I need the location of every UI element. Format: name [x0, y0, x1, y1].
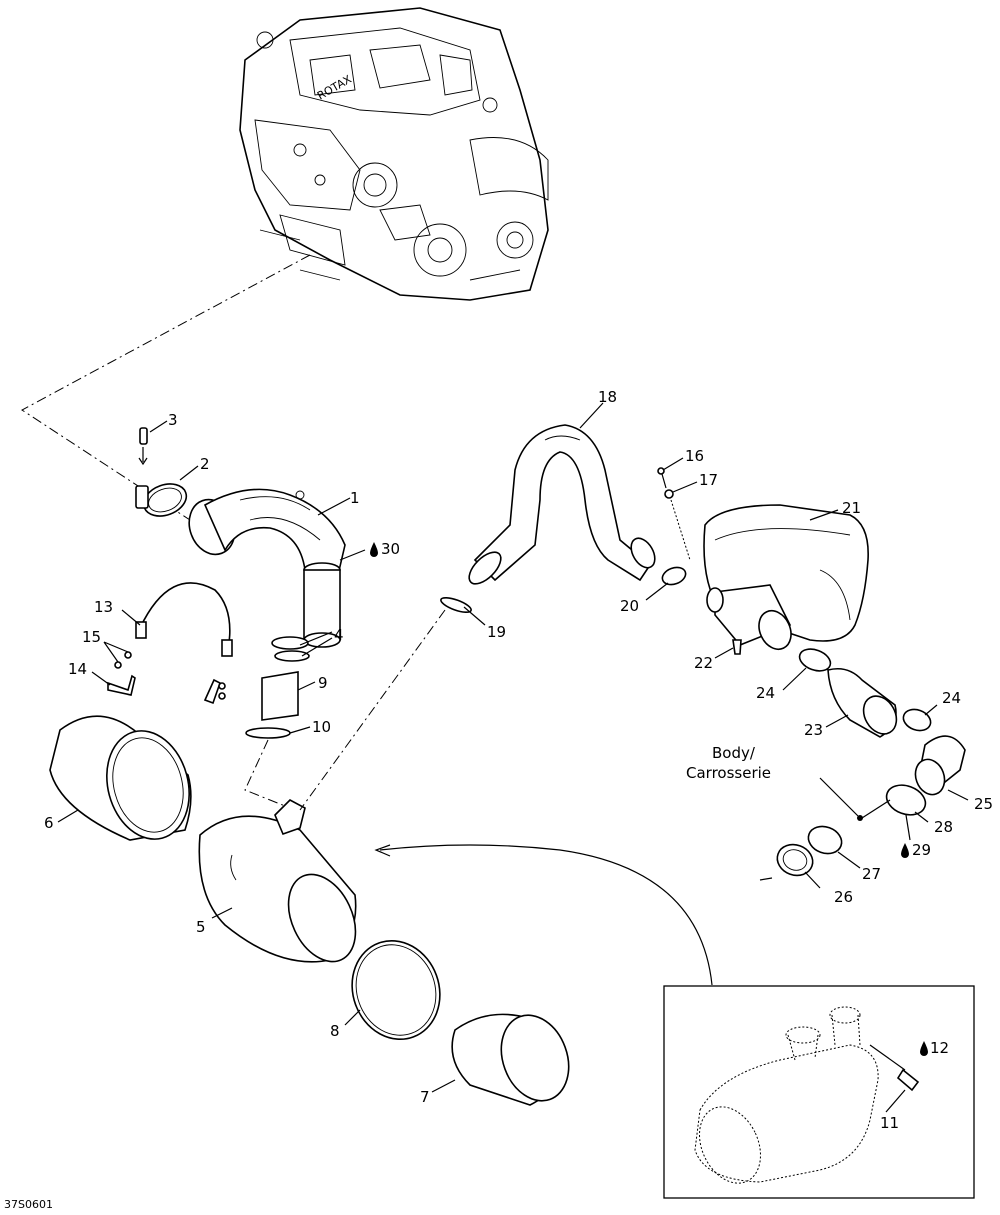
clamp-part-24-a	[798, 648, 832, 672]
callout-20: 20	[620, 597, 639, 615]
callout-21: 21	[842, 499, 861, 517]
callout-30: 30	[381, 540, 400, 558]
callout-8: 8	[330, 1022, 340, 1040]
clamp-part-10	[245, 727, 291, 739]
gasket-part-4	[271, 636, 310, 662]
body-label-line-2: Carrosserie	[686, 764, 771, 782]
exhaust-pipe-part-18	[468, 424, 656, 585]
heat-shield-part-6	[49, 715, 192, 841]
callout-29: 29	[912, 841, 931, 859]
callout-22: 22	[694, 654, 713, 672]
callout-7: 7	[420, 1088, 430, 1106]
callout-14: 14	[68, 660, 87, 678]
callout-4: 4	[334, 626, 344, 644]
oil-drop-icon	[920, 1041, 928, 1056]
body-label-line-1: Body/	[712, 744, 756, 762]
oil-drop-icon	[370, 542, 378, 557]
end-cap-part-7	[451, 1013, 570, 1106]
callout-16: 16	[685, 447, 704, 465]
brackets-part-14	[107, 651, 226, 705]
pin-part-3	[138, 427, 148, 466]
clamp-part-20	[661, 566, 687, 586]
callout-5: 5	[196, 918, 206, 936]
bolt-part-16	[657, 467, 691, 561]
gasket-part-28	[885, 784, 927, 816]
callout-2: 2	[200, 455, 210, 473]
gasket-part-27	[807, 825, 843, 855]
callout-18: 18	[598, 388, 617, 406]
callout-28: 28	[934, 818, 953, 836]
leader-lines	[57, 402, 969, 1113]
clamp-part-2	[135, 483, 188, 517]
collar-part-26	[776, 843, 814, 877]
strap-part-13	[135, 582, 233, 657]
callout-10: 10	[312, 718, 331, 736]
callout-24b: 24	[942, 689, 961, 707]
gasket-part-19	[440, 596, 472, 614]
callout-9: 9	[318, 674, 328, 692]
callout-3: 3	[168, 411, 178, 429]
body-mount-point	[857, 815, 863, 821]
exhaust-elbow-part-1	[188, 488, 346, 648]
screw-part-22	[732, 639, 742, 655]
clamp-part-24-b	[902, 708, 932, 732]
callout-24a: 24	[756, 684, 775, 702]
engine-illustration: ROTAX	[239, 7, 549, 301]
resonator-part-21	[703, 504, 869, 651]
callout-26: 26	[834, 888, 853, 906]
callout-27: 27	[862, 865, 881, 883]
clamp-ring-part-8	[351, 939, 441, 1041]
muffler-part-5	[198, 799, 357, 963]
callout-23: 23	[804, 721, 823, 739]
callout-11: 11	[880, 1114, 899, 1132]
callout-25: 25	[974, 795, 993, 813]
hose-part-23	[827, 667, 898, 738]
callout-17: 17	[699, 471, 718, 489]
muffler-inset	[663, 985, 975, 1199]
callout-13: 13	[94, 598, 113, 616]
callout-6: 6	[44, 814, 54, 832]
callout-15: 15	[82, 628, 101, 646]
sleeve-part-9	[261, 671, 299, 721]
oil-drop-icon	[901, 843, 909, 858]
callout-1: 1	[350, 489, 360, 507]
callout-12: 12	[930, 1039, 949, 1057]
diagram-id: 37S0601	[4, 1198, 53, 1211]
callout-19: 19	[487, 623, 506, 641]
callout-labels: 1 2 3 4 5 6 7 8 9 10 11 12 13 14 15 16 1…	[44, 388, 993, 1132]
outlet-part-25	[914, 735, 966, 796]
